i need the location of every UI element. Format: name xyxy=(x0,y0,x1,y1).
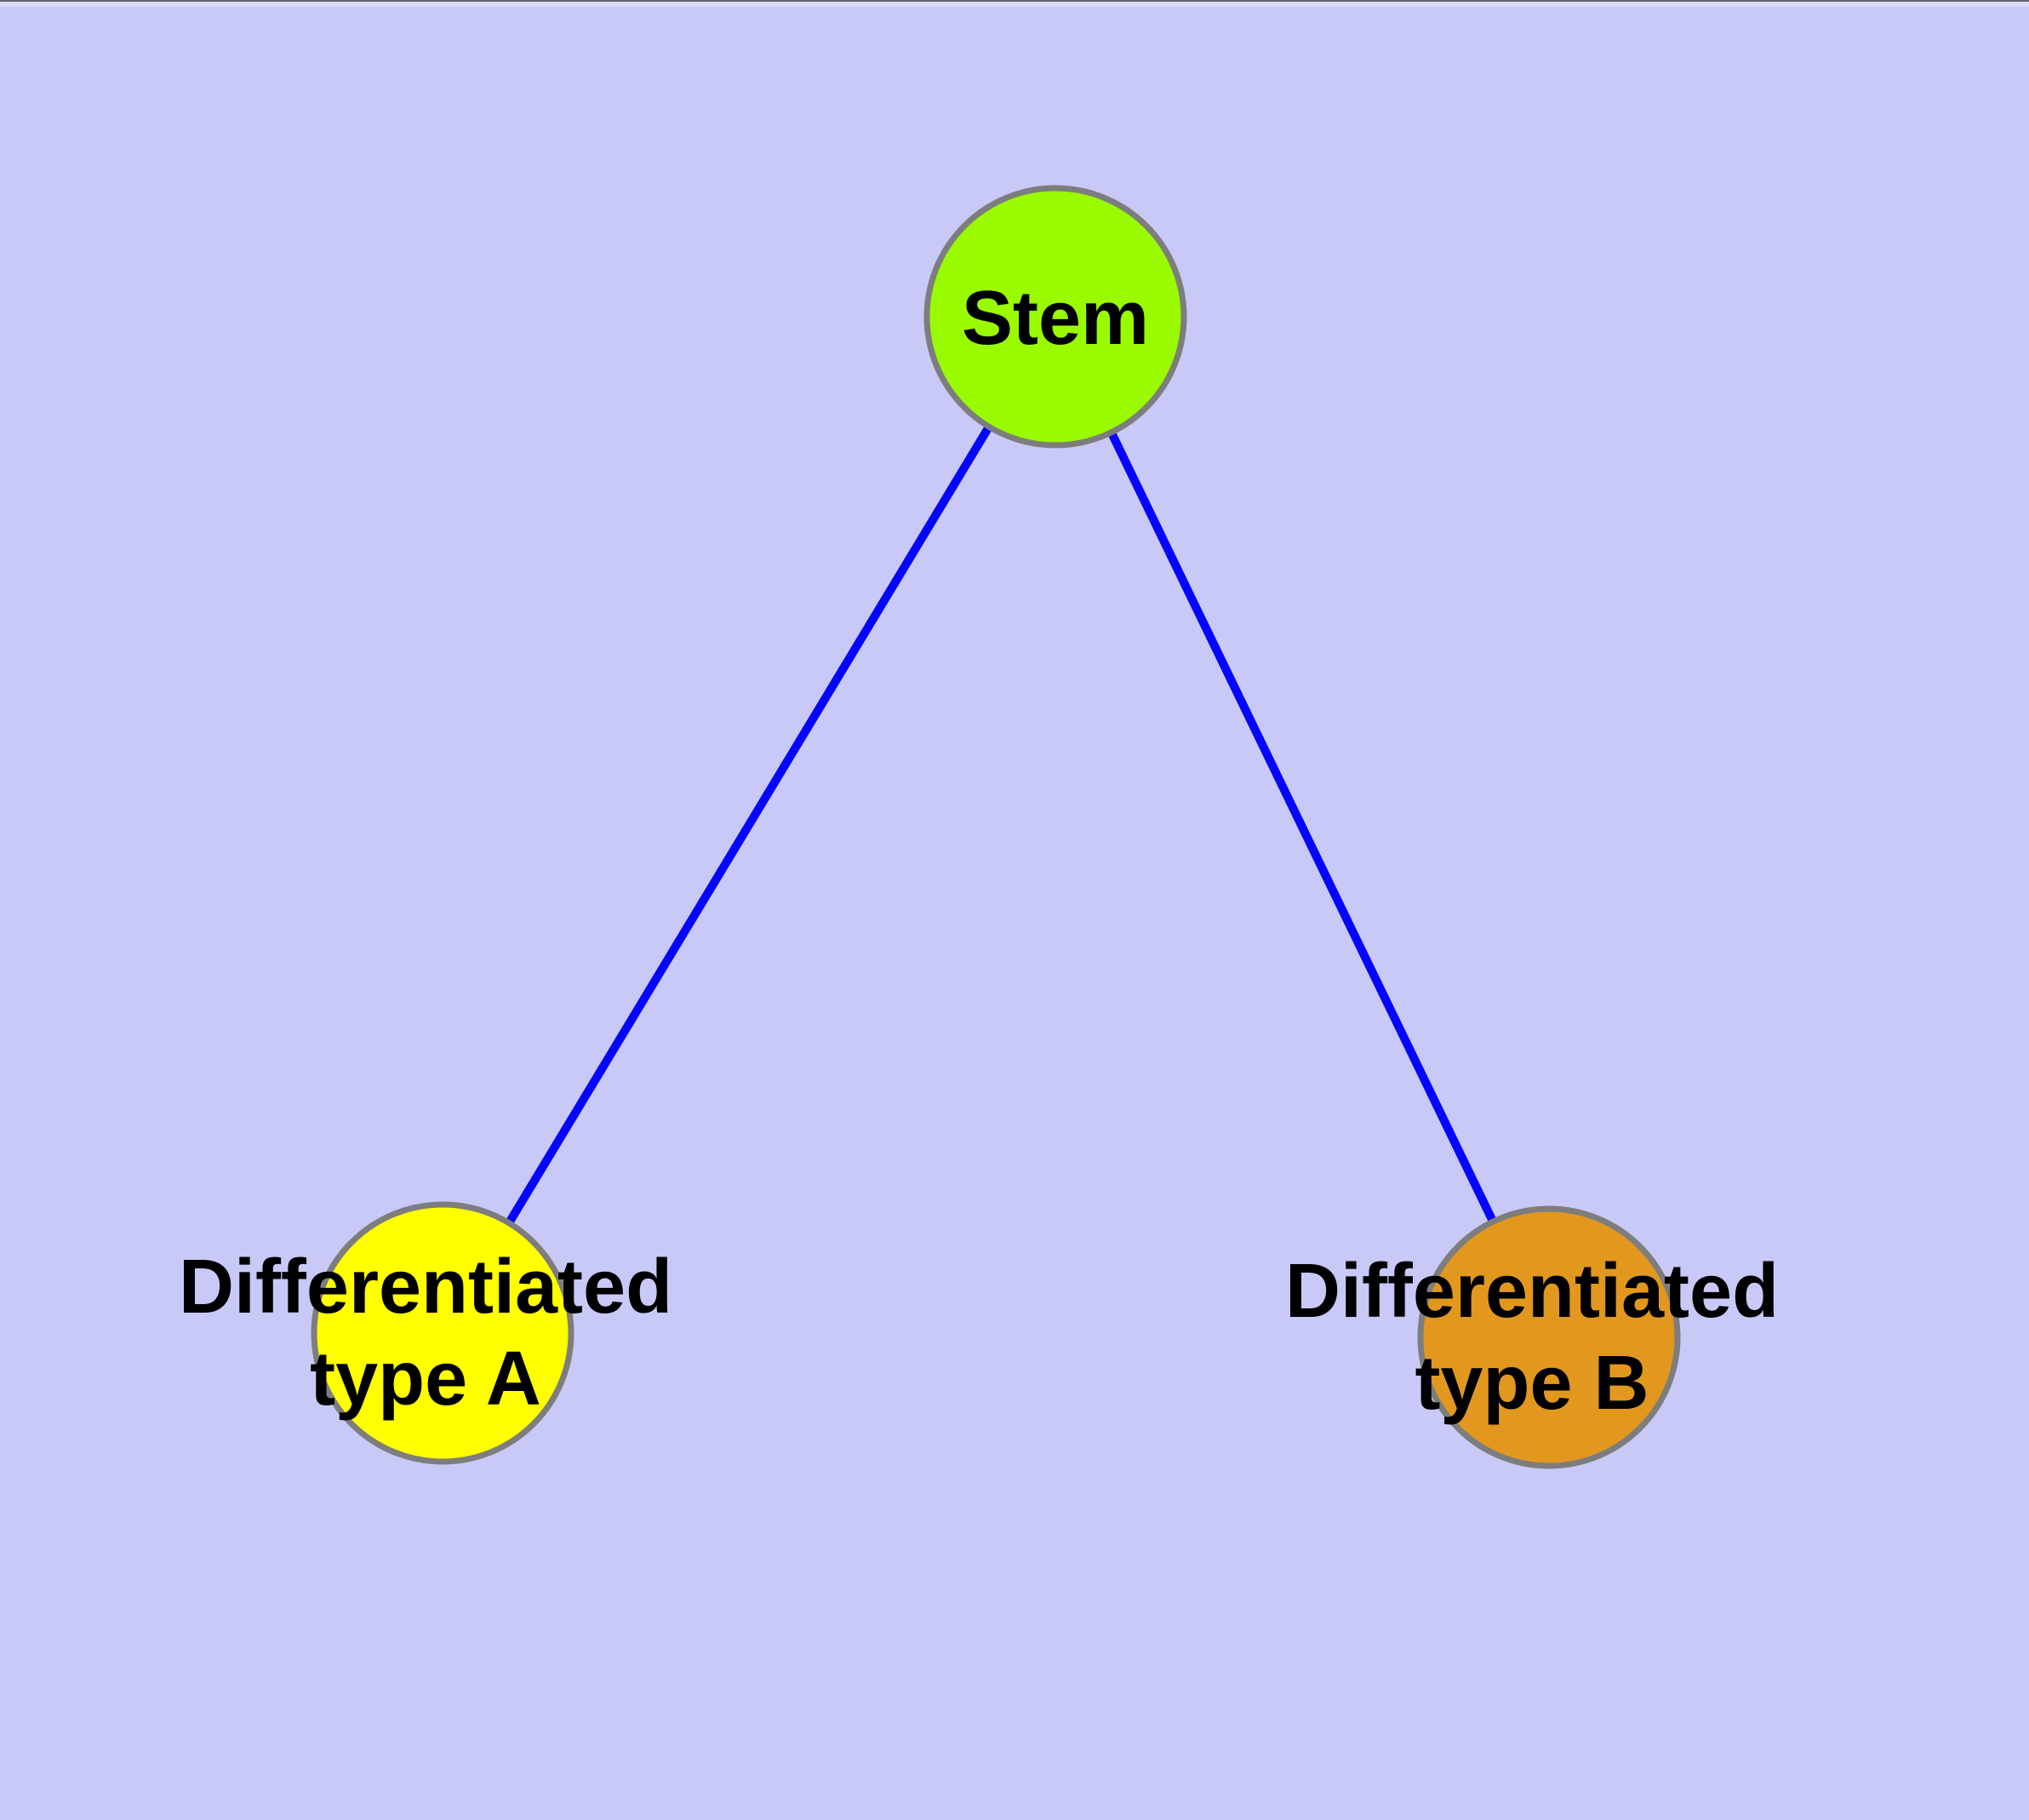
edge-stem-to-typeB xyxy=(1051,314,1553,1340)
node-stem-label-line: Stem xyxy=(961,276,1150,361)
node-differentiated-type-a-circle xyxy=(311,1201,574,1465)
node-differentiated-type-b-label-line1: Differentiated xyxy=(1284,1249,1780,1334)
node-differentiated-type-b-label: Differentiated type B xyxy=(1285,1245,1779,1429)
node-differentiated-type-a-label: Differentiated type A xyxy=(179,1241,672,1425)
node-stem-circle xyxy=(923,185,1187,449)
node-differentiated-type-b-label-line2: type B xyxy=(1415,1341,1649,1426)
node-differentiated-type-b-circle xyxy=(1417,1205,1681,1469)
node-differentiated-type-a-label-line2: type A xyxy=(310,1336,541,1422)
window-top-edge xyxy=(0,0,2029,7)
node-differentiated-type-a-label-line1: Differentiated xyxy=(178,1245,673,1330)
edge-stem-to-typeA xyxy=(438,314,1060,1336)
node-stem-label: Stem xyxy=(962,272,1149,364)
